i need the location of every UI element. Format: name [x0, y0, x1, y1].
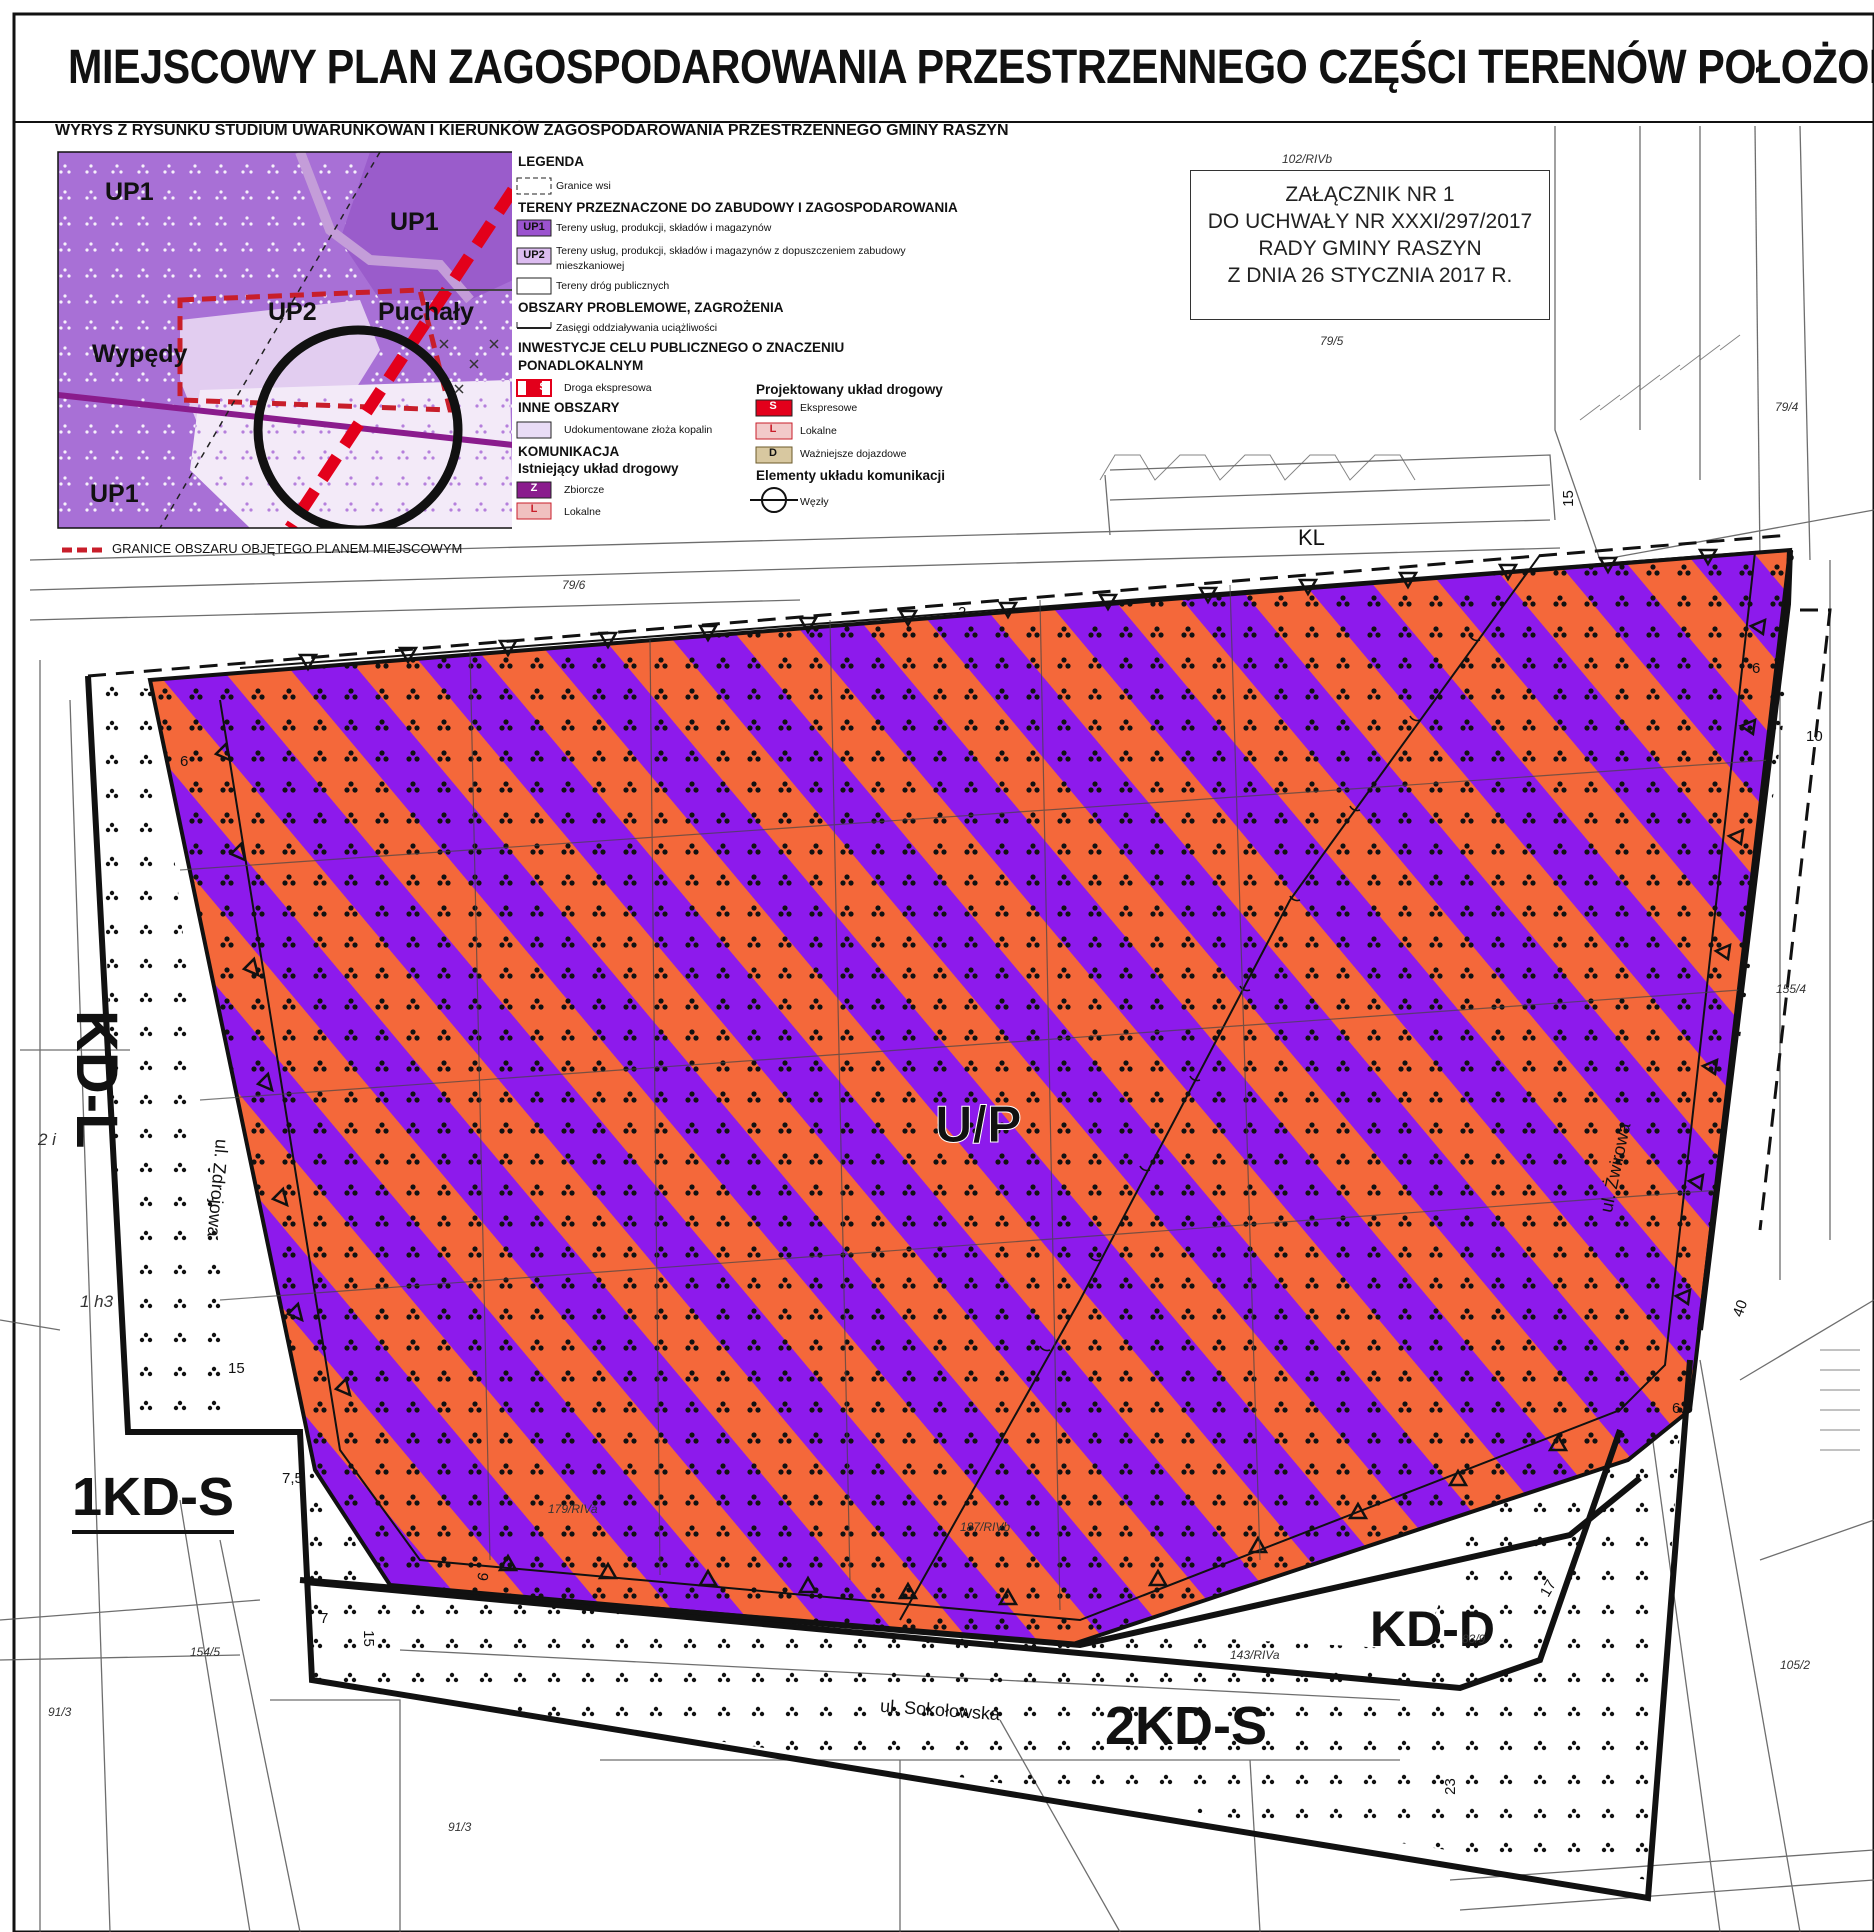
attachment-line-1: ZAŁĄCZNIK NR 1 — [1285, 183, 1455, 206]
legend-proj-local-code: L — [769, 423, 777, 435]
inset-label-puchaly: Puchały — [378, 298, 474, 326]
dimension-label: 2 — [958, 604, 967, 621]
parcel-label: 79/6 — [562, 578, 586, 592]
attachment-line-3: RADY GMINY RASZYN — [1258, 237, 1482, 260]
road-label-2kd-s: 2KD-S — [1105, 1696, 1268, 1756]
dimension-label: 15 — [228, 1360, 245, 1377]
plan-boundary-legend: GRANICE OBSZARU OBJĘTEGO PLANEM MIEJSCOW… — [112, 541, 463, 556]
legend-up2-code: UP2 — [523, 249, 545, 261]
dimension-label: 7 — [320, 1610, 329, 1627]
road-label-kd-d: KD-D — [1370, 1601, 1495, 1657]
legend-roads-text: Tereny dróg publicznych — [556, 280, 670, 292]
legend-expressway-text: Droga ekspresowa — [564, 382, 652, 394]
plan-title: MIEJSCOWY PLAN ZAGOSPODAROWANIA PRZESTRZ… — [68, 41, 1874, 94]
legend-up2-text-1: Tereny usług, produkcji, składów i magaz… — [556, 245, 906, 257]
parcel-label: 102/RIVb — [1282, 152, 1333, 166]
building-line-markers — [213, 548, 1767, 1606]
legend-up1-code: UP1 — [523, 221, 545, 233]
legend-up2-text-2: mieszkaniowej — [556, 260, 625, 272]
parcel-label: 83/9 — [1462, 1632, 1486, 1646]
legend-village-bounds: Granice wsi — [556, 180, 611, 192]
resolution-attachment-box: ZAŁĄCZNIK NR 1 DO UCHWAŁY NR XXXI/297/20… — [1190, 170, 1550, 320]
parcel-label: 143/RIVa — [1230, 1648, 1280, 1662]
legend-proj-express-text: Ekspresowe — [800, 402, 858, 414]
zone-label-up: U/P — [935, 1096, 1023, 1155]
legend-expressway-code: S — [539, 381, 547, 393]
legend-investment-heading-2: PONADLOKALNYM — [518, 358, 644, 373]
road-label-kl: KL — [1298, 525, 1325, 550]
parcel-label: 79/5 — [1320, 334, 1344, 348]
legend-up1-text: Tereny usług, produkcji, składów i magaz… — [556, 222, 772, 234]
road-label-1kd-s: 1KD-S — [72, 1466, 235, 1534]
legend-elements-heading: Elementy układu komunikacji — [756, 468, 946, 483]
dimension-label: 7,5 — [282, 1470, 303, 1487]
legend-comm-heading: KOMUNIKACJA — [518, 444, 620, 459]
legend-investment-heading-1: INWESTYCJE CELU PUBLICZNEGO O ZNACZENIU — [518, 340, 845, 355]
inset-label-up1-top-right: UP1 — [390, 208, 439, 236]
legend-nuisance-text: Zasięgi oddziaływania uciążliwości — [556, 322, 718, 334]
legend-graphics — [516, 177, 798, 520]
legend-local-code: L — [530, 503, 538, 515]
parcel-label: 1 h3 — [80, 1292, 114, 1311]
parcel-label: 187/RIVb — [960, 1520, 1011, 1534]
dimension-label: 6 — [1752, 660, 1761, 677]
legend-nodes-text: Węzły — [800, 496, 829, 508]
inset-label-up1-bottom: UP1 — [90, 480, 139, 508]
dimension-label: 15 — [359, 1630, 377, 1647]
legend: LEGENDA Granice wsi TERENY PRZEZNACZONE … — [512, 150, 982, 530]
dimension-label: 6,5 — [1672, 1400, 1693, 1417]
legend-projected-heading: Projektowany układ drogowy — [756, 382, 943, 397]
dimension-label: 10 — [1806, 728, 1823, 745]
legend-development-heading: TERENY PRZEZNACZONE DO ZABUDOWY I ZAGOSP… — [518, 200, 958, 215]
legend-local-text: Lokalne — [564, 506, 601, 518]
legend-proj-access-code: D — [769, 447, 777, 459]
inset-label-up1-top-left: UP1 — [105, 178, 154, 206]
dimension-label: 5 — [1786, 548, 1795, 565]
legend-collector-text: Zbiorcze — [564, 484, 605, 496]
dimension-label: 6 — [180, 753, 189, 770]
legend-proj-access-text: Ważniejsze dojazdowe — [800, 448, 907, 460]
dimension-label: 23 — [1441, 1778, 1459, 1795]
attachment-line-2: DO UCHWAŁY NR XXXI/297/2017 — [1207, 210, 1533, 233]
parcel-label: 105/2 — [1780, 1658, 1811, 1672]
dimension-label: 15 — [1559, 490, 1577, 507]
parcel-label: 91/3 — [48, 1705, 72, 1719]
legend-proj-express-code: S — [769, 400, 777, 412]
legend-existing-heading: Istniejący układ drogowy — [518, 461, 679, 476]
legend-problem-heading: OBSZARY PROBLEMOWE, ZAGROŻENIA — [518, 300, 784, 315]
legend-collector-code: Z — [530, 482, 538, 494]
parcel-label: 2 i — [38, 1130, 56, 1149]
legend-deposits-text: Udokumentowane złoża kopalin — [564, 424, 713, 436]
parcel-label: 91/3 — [448, 1820, 472, 1834]
inset-label-up2: UP2 — [268, 298, 317, 326]
parcel-label: 154/5 — [190, 1645, 221, 1659]
legend-other-heading: INNE OBSZARY — [518, 400, 620, 415]
parcel-label: 79/4 — [1775, 400, 1799, 414]
parcel-label: 179/RIVa — [548, 1502, 598, 1516]
inset-label-wypedy: Wypędy — [92, 340, 188, 368]
attachment-line-4: Z DNIA 26 STYCZNIA 2017 R. — [1227, 264, 1513, 287]
legend-proj-local-text: Lokalne — [800, 425, 837, 437]
plan-boundary — [85, 549, 1793, 1902]
legend-title: LEGENDA — [518, 154, 585, 169]
inset-heading: WYRYS Z RYSUNKU STUDIUM UWARUNKOWAŃ I KI… — [55, 122, 1009, 139]
inset-study-map — [58, 152, 513, 528]
parcel-label: 155/4 — [1776, 982, 1807, 996]
road-label-kd-l: KD-L — [64, 1010, 129, 1149]
